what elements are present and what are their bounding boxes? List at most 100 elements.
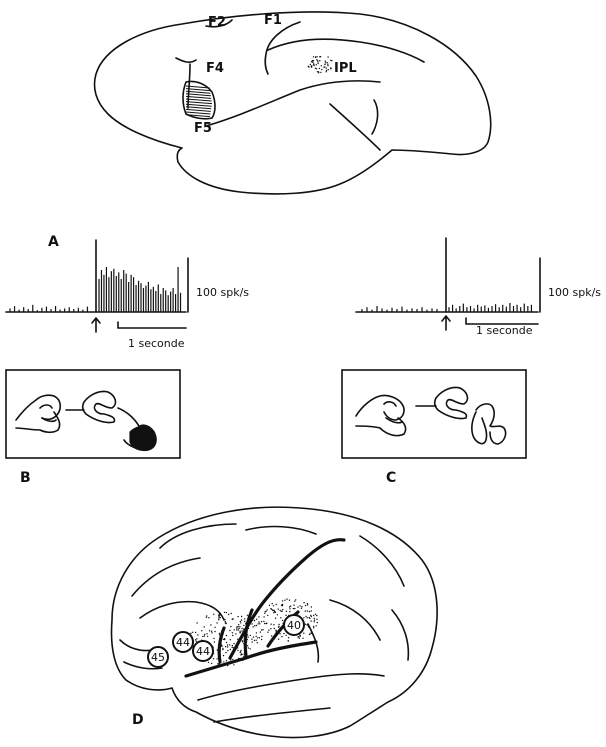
ipl-stipple-dot <box>331 60 333 62</box>
stipple-dot <box>304 604 307 607</box>
stipple-dot <box>241 641 244 643</box>
stipple-dot <box>306 603 309 605</box>
stipple-dot <box>239 620 241 623</box>
stipple-dot <box>255 618 258 620</box>
stipple-dot <box>277 608 279 610</box>
stipple-dot <box>307 625 310 627</box>
stipple-dot <box>253 619 256 622</box>
ipl-stipple-dot <box>316 60 319 62</box>
stipple-dot <box>221 632 223 634</box>
stipple-dot <box>245 623 247 625</box>
panel-b-hand-1 <box>15 394 62 434</box>
stipple-dot <box>260 620 263 623</box>
monkey-brain-diagram: F2 F1 F4 F5 IPL <box>93 11 492 195</box>
stipple-dot <box>225 660 228 662</box>
stipple-dot <box>206 635 209 638</box>
stipple-dot <box>306 617 308 619</box>
stipple-dot <box>240 622 242 624</box>
ipl-stipple-dot <box>319 56 321 58</box>
stipple-dot <box>227 649 229 652</box>
stipple-dot <box>245 643 247 645</box>
stipple-dot <box>299 635 301 637</box>
stipple-dot <box>251 638 253 640</box>
stipple-dot <box>219 614 221 616</box>
ipl-stipple-dot <box>324 62 327 64</box>
stipple-dot <box>288 606 291 608</box>
stipple-dot <box>293 604 295 606</box>
f5-area-hatch-outline <box>182 80 216 120</box>
ipl-stipple-dot <box>311 65 313 67</box>
stipple-dot <box>211 632 213 634</box>
ipl-stipple-dot <box>320 65 322 67</box>
stipple-dot <box>228 661 231 663</box>
stipple-dot <box>231 646 233 648</box>
stipple-dot <box>249 616 252 618</box>
stipple-dot <box>300 607 303 609</box>
ipl-stipple-dot <box>311 60 314 62</box>
ipl-stipple-dot <box>319 60 321 62</box>
stipple-dot <box>246 614 248 616</box>
stipple-dot <box>204 633 206 636</box>
stipple-dot <box>194 631 197 634</box>
stipple-dot <box>313 617 315 620</box>
stipple-dot <box>225 611 228 614</box>
stipple-dot <box>213 637 215 640</box>
stipple-dot <box>271 609 274 611</box>
stipple-dot <box>226 644 229 646</box>
stipple-dot <box>273 612 275 614</box>
ipl-stipple-dot <box>310 61 313 63</box>
ipl-stipple-dot <box>327 56 329 58</box>
stipple-dot <box>240 615 243 618</box>
stipple-dot <box>299 605 301 607</box>
stipple-dot <box>253 639 256 642</box>
stipple-dot <box>246 645 249 647</box>
stipple-dot <box>220 644 223 646</box>
stipple-dot <box>243 657 245 659</box>
human-parietal-fold <box>307 623 320 663</box>
stipple-dot <box>268 604 271 607</box>
stipple-dot <box>227 664 229 667</box>
stipple-dot <box>225 622 227 625</box>
stipple-dot <box>295 599 297 601</box>
label-f5: F5 <box>194 121 212 136</box>
ipl-stipple-dot <box>330 68 332 70</box>
panel-c-histogram: 100 spk/s 1 seconde <box>355 237 601 337</box>
stipple-dot <box>306 610 308 612</box>
stipple-dot <box>262 629 264 631</box>
stipple-dot <box>244 618 246 620</box>
stipple-dot <box>218 615 220 618</box>
human-gyrus-1 <box>131 523 237 597</box>
stipple-dot <box>246 641 248 643</box>
stipple-dot <box>192 631 194 633</box>
stipple-dot <box>239 626 241 628</box>
stipple-dot <box>222 638 225 641</box>
stipple-dot <box>231 661 233 663</box>
stipple-dot <box>304 610 306 612</box>
stipple-dot <box>275 631 277 633</box>
stipple-dot <box>255 632 258 634</box>
stipple-dot <box>279 633 281 635</box>
stipple-dot <box>260 638 263 641</box>
f5-hatch-line <box>185 88 211 92</box>
stipple-dot <box>235 633 237 635</box>
area-44-upper-label: 44 <box>176 636 190 649</box>
ipl-stipple-dot <box>313 64 315 66</box>
stipple-dot <box>307 626 310 628</box>
panel-a-stimulus-arrow <box>91 317 101 333</box>
panel-b-letter: B <box>20 470 31 486</box>
human-sylvian-fissure <box>184 640 318 678</box>
ipl-stipple-dot <box>318 67 321 70</box>
stipple-dot <box>278 623 280 626</box>
stipple-dot <box>227 646 229 648</box>
stipple-dot <box>224 620 226 623</box>
ipl-stipple-dot <box>314 67 317 70</box>
human-gyrus-5 <box>119 639 163 670</box>
area-45-label: 45 <box>151 651 165 664</box>
monkey-sulcus-central <box>264 21 301 75</box>
ipl-stipple-dot <box>307 65 309 68</box>
stipple-dot <box>229 657 232 659</box>
monkey-sulcus-principalis <box>205 19 233 28</box>
stipple-dot <box>238 624 240 626</box>
stipple-dot <box>241 637 243 640</box>
stipple-dot <box>242 628 245 630</box>
